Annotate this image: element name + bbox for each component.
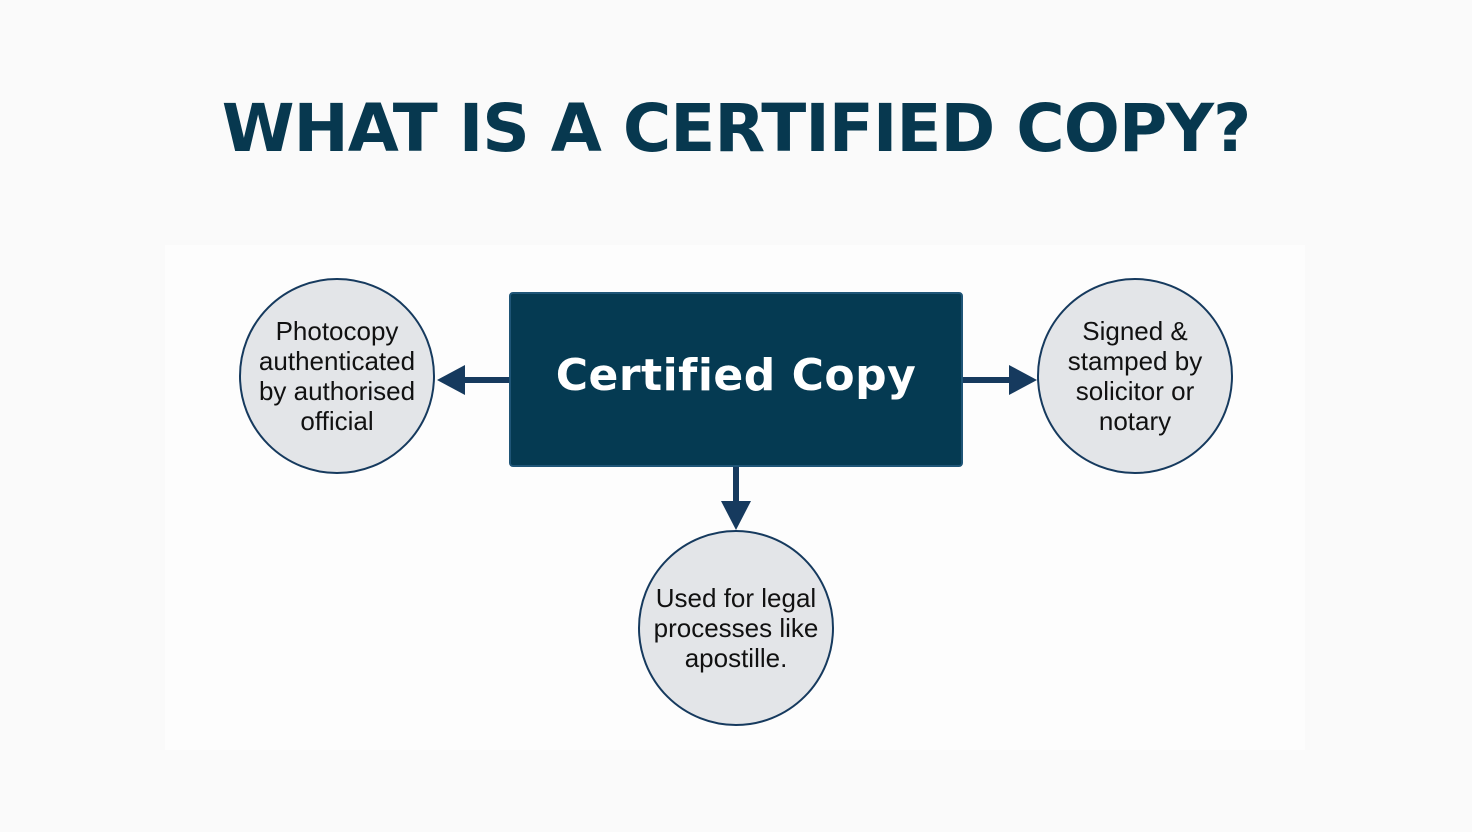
page-title: WHAT IS A CERTIFIED COPY? <box>221 90 1252 167</box>
node-label: Photocopy authenticated by authorised of… <box>258 316 416 436</box>
node-label: Signed & stamped by solicitor or notary <box>1067 316 1203 436</box>
node-label: Used for legal processes like apostille. <box>653 583 819 673</box>
center-node-label: Certified Copy <box>555 350 917 401</box>
node-photocopy-authenticated: Photocopy authenticated by authorised of… <box>239 278 435 474</box>
node-signed-stamped: Signed & stamped by solicitor or notary <box>1037 278 1233 474</box>
node-used-for-legal-processes: Used for legal processes like apostille. <box>638 530 834 726</box>
center-node-certified-copy: Certified Copy <box>509 292 963 467</box>
